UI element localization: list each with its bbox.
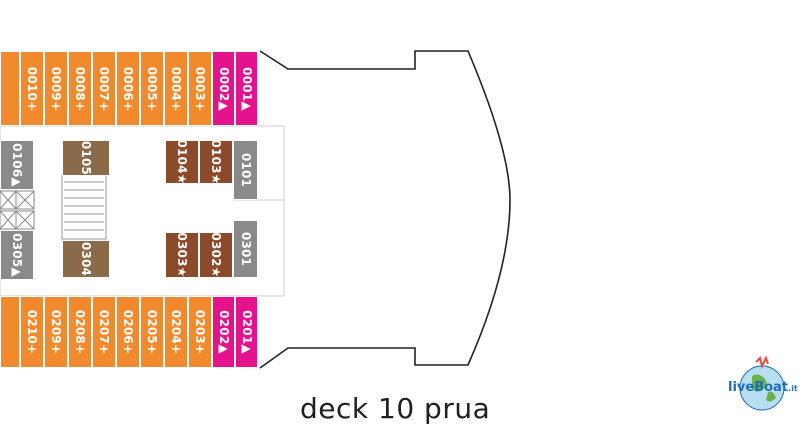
cabin-0205[interactable]: 0205+ (140, 296, 164, 368)
cabin-0105[interactable]: 0105 (62, 140, 110, 176)
cabin-number: 0002▲ (216, 66, 231, 111)
cabin-number: 0202▲ (216, 310, 231, 354)
cabin-0104[interactable]: 0104★ (165, 139, 199, 185)
cabin-number: 0003+ (193, 66, 207, 111)
cabin-number: 0208+ (73, 309, 87, 355)
elevators (0, 190, 35, 230)
cabin-0010[interactable]: 0010+ (20, 51, 44, 126)
logo-text: liveBoat (728, 380, 789, 395)
deck-title: deck 10 prua (300, 392, 491, 425)
cabin-0207[interactable]: 0207+ (92, 296, 116, 368)
cabin-0301[interactable]: 0301 (233, 220, 258, 278)
cabin-partial-bottom[interactable] (0, 296, 20, 368)
stairwell (61, 174, 107, 240)
cabin-number: 0203+ (193, 309, 207, 355)
cabin-partial-top[interactable] (0, 51, 20, 126)
cabin-0101[interactable]: 0101 (233, 140, 258, 200)
cabin-0305[interactable]: 0305▲ (0, 230, 34, 280)
cabin-0304[interactable]: 0304 (62, 240, 110, 278)
suite-0202[interactable]: 0202▲ (212, 296, 235, 368)
cabin-0003[interactable]: 0003+ (188, 51, 212, 126)
cabin-number: 0104★ (175, 139, 189, 185)
cabin-number: 0001▲ (239, 66, 254, 111)
suite-0001[interactable]: 0001▲ (235, 51, 258, 126)
suite-0201[interactable]: 0201▲ (235, 296, 258, 368)
cabin-0210[interactable]: 0210+ (20, 296, 44, 368)
cabin-number: 0201▲ (239, 310, 254, 354)
cabin-0008[interactable]: 0008+ (68, 51, 92, 126)
cabin-number: 0303★ (175, 232, 189, 278)
cabin-number: 0304 (79, 241, 93, 277)
cabin-0209[interactable]: 0209+ (44, 296, 68, 368)
cabin-0303[interactable]: 0303★ (165, 232, 199, 278)
cabin-number: 0301 (238, 231, 253, 267)
cabin-0005[interactable]: 0005+ (140, 51, 164, 126)
cabin-0103[interactable]: 0103★ (199, 139, 233, 185)
cabin-number: 0305▲ (10, 233, 24, 277)
cabin-number: 0006+ (121, 66, 135, 111)
liveboat-logo: liveBoat.it (722, 354, 798, 416)
stair-steps (64, 181, 104, 231)
cabin-number: 0103★ (209, 139, 223, 185)
cabin-number: 0206+ (121, 309, 135, 355)
suite-0002[interactable]: 0002▲ (212, 51, 235, 126)
cabin-number: 0101 (238, 152, 253, 188)
cabin-0208[interactable]: 0208+ (68, 296, 92, 368)
cabin-number: 0105 (79, 140, 93, 176)
cabin-0206[interactable]: 0206+ (116, 296, 140, 368)
cabin-0009[interactable]: 0009+ (44, 51, 68, 126)
cabin-number: 0106▲ (10, 143, 24, 187)
cabin-number: 0209+ (49, 309, 63, 355)
cabin-number: 0010+ (25, 66, 39, 111)
cabin-number: 0009+ (49, 66, 63, 111)
globe-icon (739, 355, 785, 411)
cabin-number: 0005+ (145, 66, 159, 111)
cabin-number: 0205+ (145, 309, 159, 355)
cabin-number: 0207+ (97, 309, 111, 355)
cabin-number: 0004+ (169, 66, 183, 111)
cabin-0004[interactable]: 0004+ (164, 51, 188, 126)
cabin-number: 0204+ (169, 309, 183, 355)
cabin-0106[interactable]: 0106▲ (0, 140, 34, 190)
cabin-number: 0008+ (73, 66, 87, 111)
cabin-0006[interactable]: 0006+ (116, 51, 140, 126)
logo-suffix: .it (788, 384, 798, 393)
cabin-number: 0007+ (97, 66, 111, 111)
cabin-0203[interactable]: 0203+ (188, 296, 212, 368)
cabin-0302[interactable]: 0302★ (199, 232, 233, 278)
cabin-0007[interactable]: 0007+ (92, 51, 116, 126)
hull-outline (259, 50, 511, 369)
cabin-number: 0302★ (209, 232, 223, 278)
cabin-0204[interactable]: 0204+ (164, 296, 188, 368)
cabin-number: 0210+ (25, 309, 39, 355)
